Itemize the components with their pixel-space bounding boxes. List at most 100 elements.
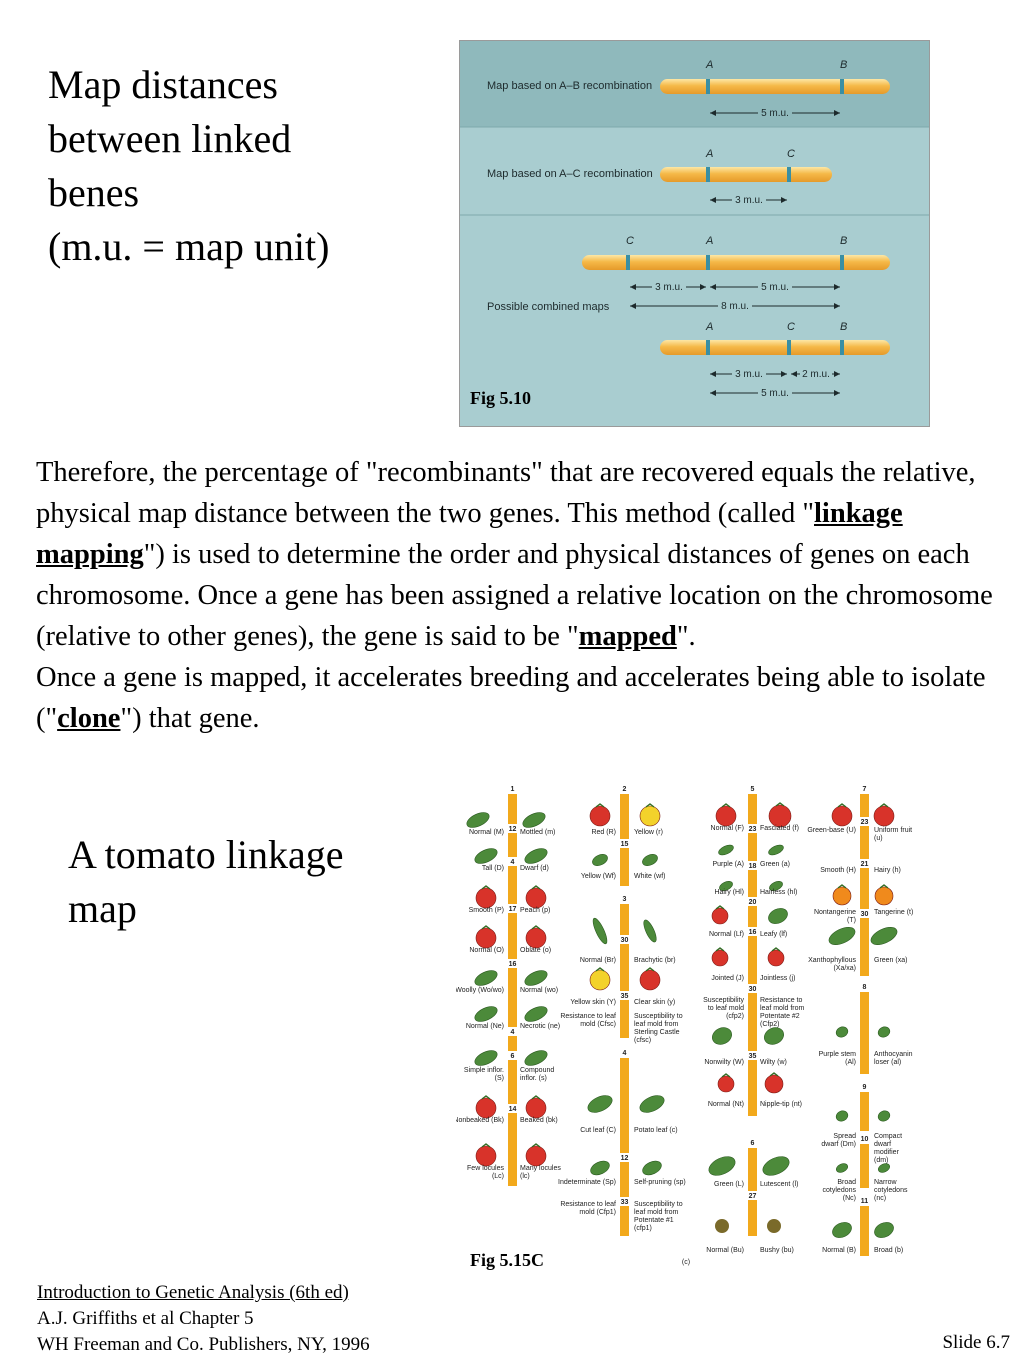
trait-label: Uniform fruit: [874, 827, 912, 834]
gene-label-a: A: [705, 59, 713, 71]
term-mapped: mapped: [578, 621, 677, 652]
leaf-icon: [639, 1095, 665, 1113]
trait-label: Indeterminate (Sp): [558, 1179, 616, 1186]
leaf-icon: [712, 1027, 732, 1045]
chromosome-bar: [660, 340, 890, 355]
gene-label-c: C: [787, 321, 795, 333]
chromosome-bar: [860, 794, 869, 976]
trait-label: Fasciated (f): [760, 825, 799, 832]
distance-label: 30: [749, 986, 757, 993]
trait-label: leaf mold from: [760, 1005, 805, 1012]
leaf-icon: [642, 1160, 662, 1176]
gene-band-a: [706, 340, 710, 355]
trait-label: Normal (Bu): [706, 1247, 744, 1254]
paragraph-text: Once a gene is mapped, it accelerates br…: [36, 662, 986, 734]
citation: Introduction to Genetic Analysis (6th ed…: [37, 1280, 370, 1358]
chromosome-number: 8: [863, 984, 867, 991]
trait-label: Smooth (H): [820, 867, 856, 874]
distance-box: [619, 935, 630, 944]
distance-label: 6: [511, 1053, 515, 1060]
tomato-fruit-icon: [711, 949, 729, 967]
trait-label: (Lc): [492, 1173, 504, 1180]
distance-label: 23: [861, 819, 869, 826]
distance-box: [619, 1197, 630, 1206]
stem-icon: [775, 802, 785, 807]
figure-5-10: Map based on A–B recombination A B 5 m.u…: [459, 40, 930, 427]
tomato-fruit-icon: [589, 969, 611, 991]
gene-label-b: B: [840, 321, 847, 333]
gene-band-b: [840, 255, 844, 270]
trait-label: Normal (O): [469, 947, 504, 954]
distance-label: 8 m.u.: [721, 301, 749, 312]
trait-label: (lc): [520, 1173, 530, 1180]
distance-label: 18: [749, 863, 757, 870]
trait-label: Mottled (m): [520, 829, 555, 836]
leaf-icon: [474, 1050, 498, 1066]
stem-icon: [595, 967, 605, 972]
trait-label: Normal (M): [469, 829, 504, 836]
gene-label-a: A: [705, 321, 713, 333]
trait-label: Beaked (bk): [520, 1117, 558, 1124]
distance-box: [859, 909, 870, 918]
gene-band-a: [706, 255, 710, 270]
trait-label: Necrotic (ne): [520, 1023, 560, 1030]
slide-number: Slide 6.7: [942, 1332, 1010, 1353]
distance-label: 14: [509, 1106, 517, 1113]
gene-label-a: A: [705, 235, 713, 247]
leaf-icon: [590, 1160, 610, 1176]
leaf-icon: [832, 1222, 852, 1238]
trait-label: Susceptibility to: [634, 1201, 683, 1208]
leaf-icon: [718, 844, 734, 856]
trait-label: Susceptibility to: [634, 1013, 683, 1020]
chromosome-bar: [620, 904, 629, 1038]
trait-label: Resistance to: [760, 997, 803, 1004]
distance-label: 2 m.u.: [802, 369, 830, 380]
trait-label: Resistance to leaf: [560, 1013, 616, 1020]
distance-box: [507, 857, 518, 866]
chromosome-bar: [660, 79, 890, 94]
distance-label: 30: [621, 937, 629, 944]
trait-label: Wilty (w): [760, 1059, 787, 1066]
trait-label: (dm): [874, 1157, 888, 1164]
trait-label: (Al): [845, 1059, 856, 1066]
tomato-fruit-icon: [525, 887, 547, 909]
chromosome-bar: [582, 255, 890, 270]
chromosome-number: 3: [623, 896, 627, 903]
distance-box: [507, 1051, 518, 1060]
tomato-fruit-icon: [832, 886, 852, 906]
trait-label: Normal (wo): [520, 987, 558, 994]
gene-label-c: C: [787, 148, 795, 160]
trait-label: Clear skin (y): [634, 999, 675, 1006]
gene-band-c: [626, 255, 630, 270]
trait-label: Red (R): [591, 829, 616, 836]
trait-label: Normal (Ne): [466, 1023, 504, 1030]
trait-label: Nontangerine: [814, 909, 856, 916]
trait-label: Nipple-tip (nt): [760, 1101, 802, 1108]
leaf-icon: [835, 1110, 849, 1122]
leaf-icon: [768, 844, 784, 856]
panel1-label: Map based on A–B recombination: [487, 80, 652, 92]
tomato-fruit-icon: [715, 805, 737, 827]
leaf-icon: [719, 881, 733, 891]
trait-label: (S): [495, 1075, 504, 1082]
stem-icon: [769, 1072, 779, 1077]
stem-icon: [771, 947, 781, 952]
trait-label: Lutescent (l): [760, 1181, 799, 1188]
gene-label-b: B: [840, 59, 847, 71]
gene-band-b: [840, 79, 844, 94]
leaf-icon: [870, 927, 898, 945]
trait-label: Self-pruning (sp): [634, 1179, 686, 1186]
panel2-label: Map based on A–C recombination: [487, 168, 653, 180]
distance-label: 16: [509, 961, 517, 968]
trait-label: (T): [847, 917, 856, 924]
trait-label: inflor. (s): [520, 1075, 547, 1082]
leaf-icon: [768, 908, 788, 924]
leaf-icon: [466, 812, 490, 828]
distance-label: 5 m.u.: [761, 388, 789, 399]
distance-box: [859, 859, 870, 868]
tomato-fruit-icon: [589, 805, 611, 827]
stem-icon: [481, 925, 491, 930]
leaf-icon: [828, 927, 856, 945]
